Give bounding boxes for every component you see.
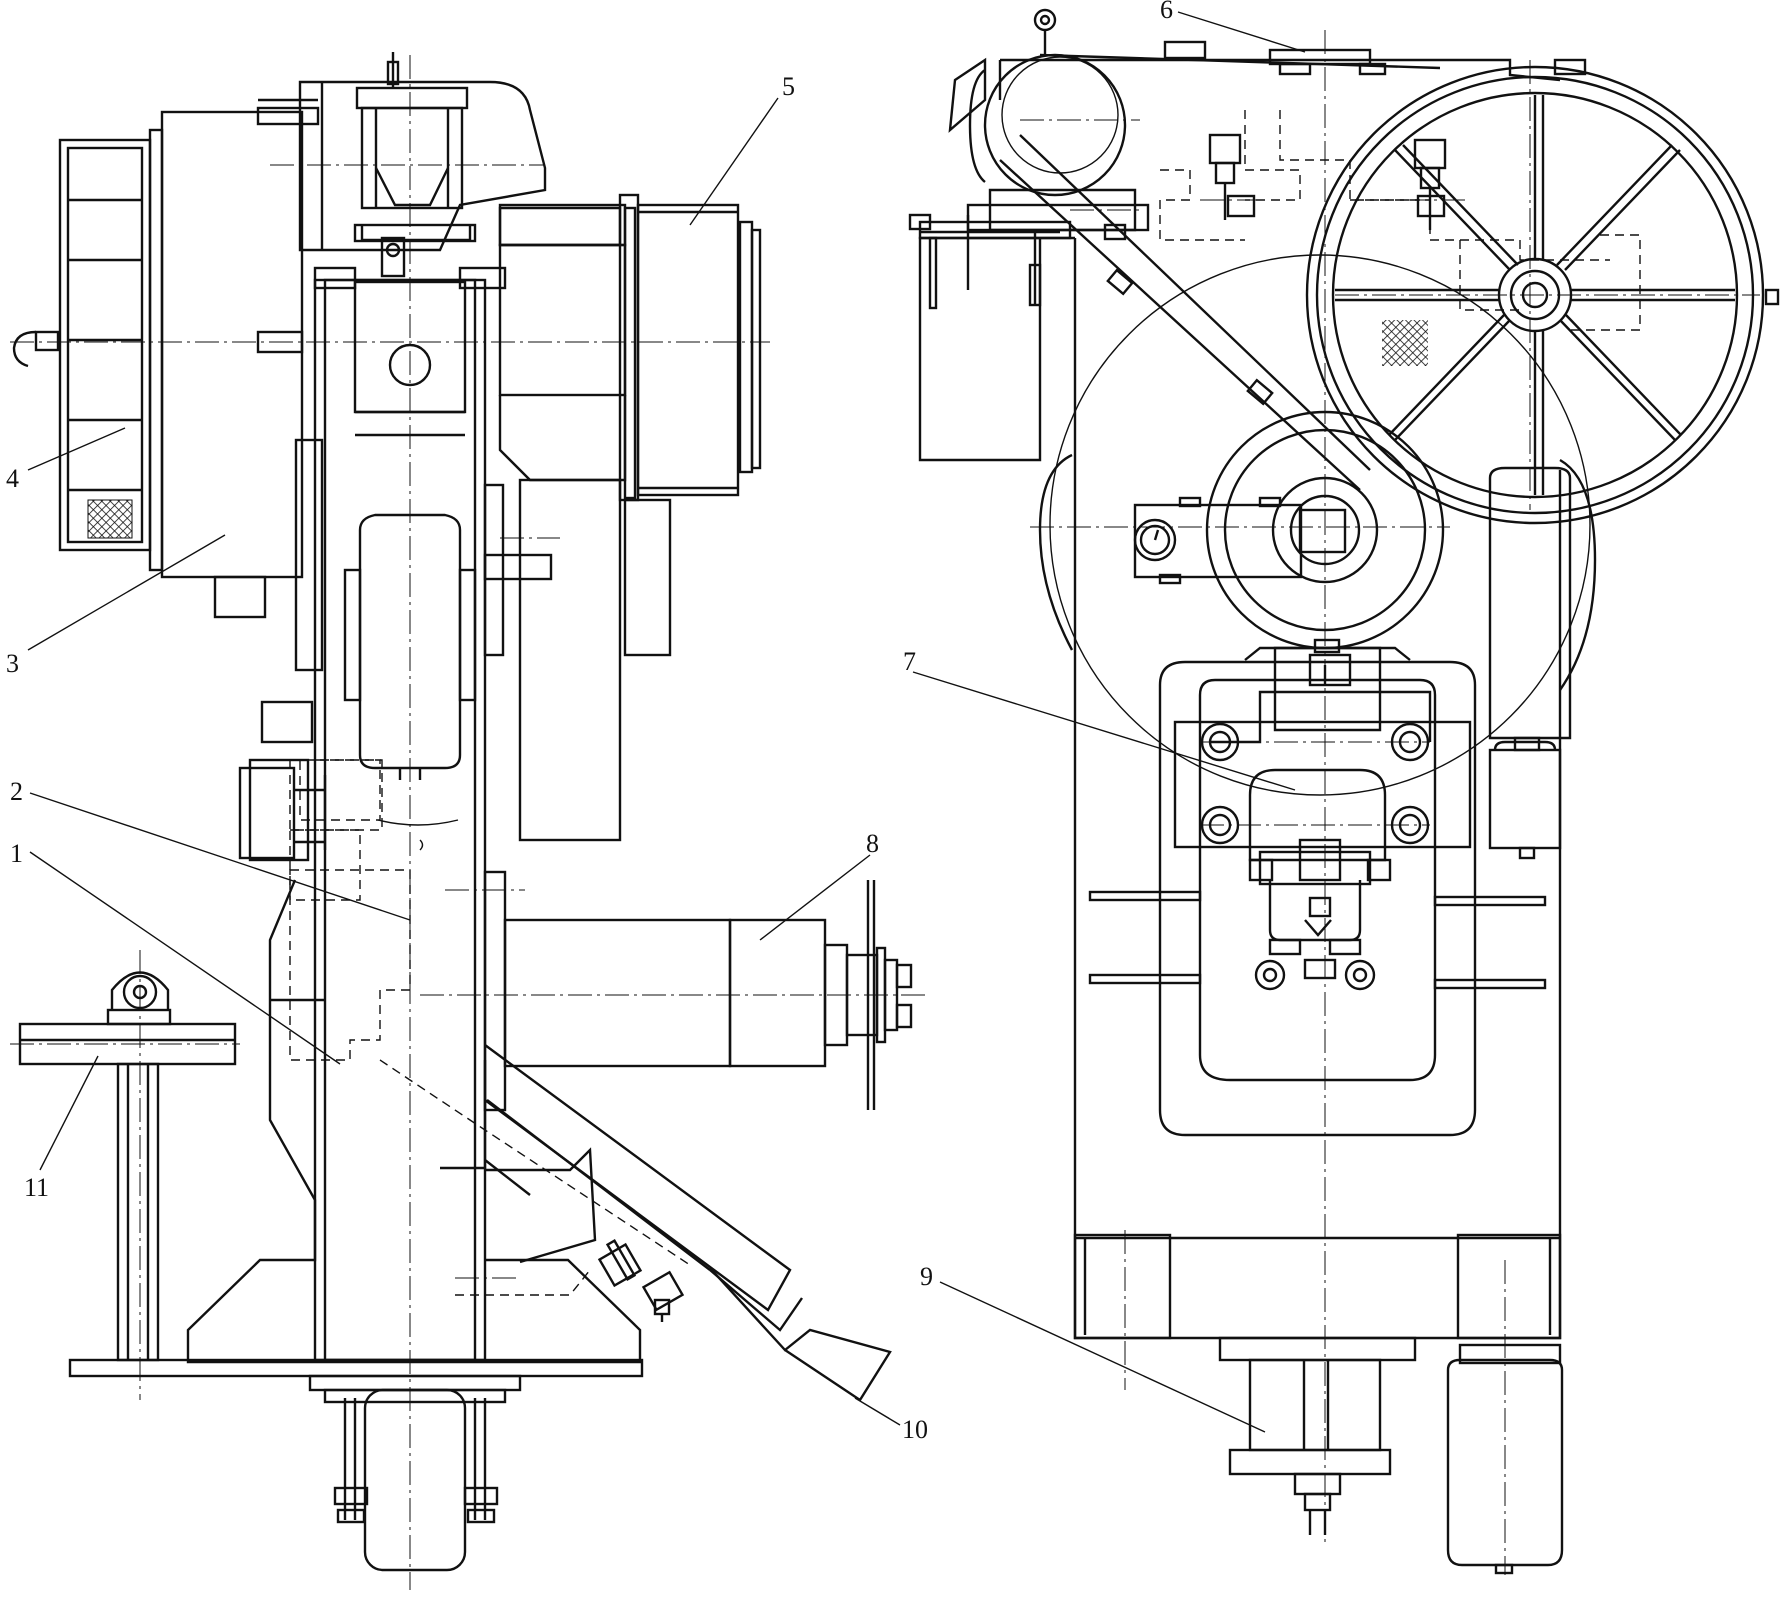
right-housing (498, 193, 762, 842)
roller-stand (18, 971, 237, 1362)
brake-unit (238, 700, 383, 901)
callout-4: 4 (6, 464, 19, 493)
flywheel (1305, 65, 1780, 525)
callout-10: 10 (902, 1415, 928, 1444)
main-frame (289, 266, 553, 1362)
callout-9: 9 (920, 1262, 933, 1291)
feed-cylinder (483, 870, 913, 1112)
callout-8: 8 (866, 829, 879, 858)
chute (379, 1044, 892, 1402)
callout-1: 1 (10, 839, 23, 868)
front-frame (918, 220, 1597, 1340)
ram-window (1088, 638, 1547, 1137)
belt (999, 53, 1441, 491)
callout-5: 5 (782, 72, 795, 101)
motor (908, 8, 1150, 305)
callout-11: 11 (24, 1173, 49, 1202)
front-view (908, 8, 1780, 1575)
crank-assembly (1133, 410, 1445, 650)
front-centerlines (1020, 30, 1760, 1575)
callout-labels: 1 2 3 4 5 6 7 8 9 10 11 (6, 0, 1173, 1444)
leader-lines (27, 11, 1306, 1433)
callout-3: 3 (6, 649, 19, 678)
callout-7: 7 (903, 647, 916, 676)
side-view (10, 52, 930, 1590)
callout-2: 2 (10, 777, 23, 806)
bottom-cylinder (1218, 1336, 1417, 1535)
flywheel-housing (160, 98, 320, 619)
frame-body (68, 879, 644, 1572)
guard-grille (12, 128, 164, 572)
callout-6: 6 (1160, 0, 1173, 24)
side-centerlines (10, 55, 930, 1590)
crown (298, 52, 547, 278)
side-tanks (1446, 466, 1572, 1575)
